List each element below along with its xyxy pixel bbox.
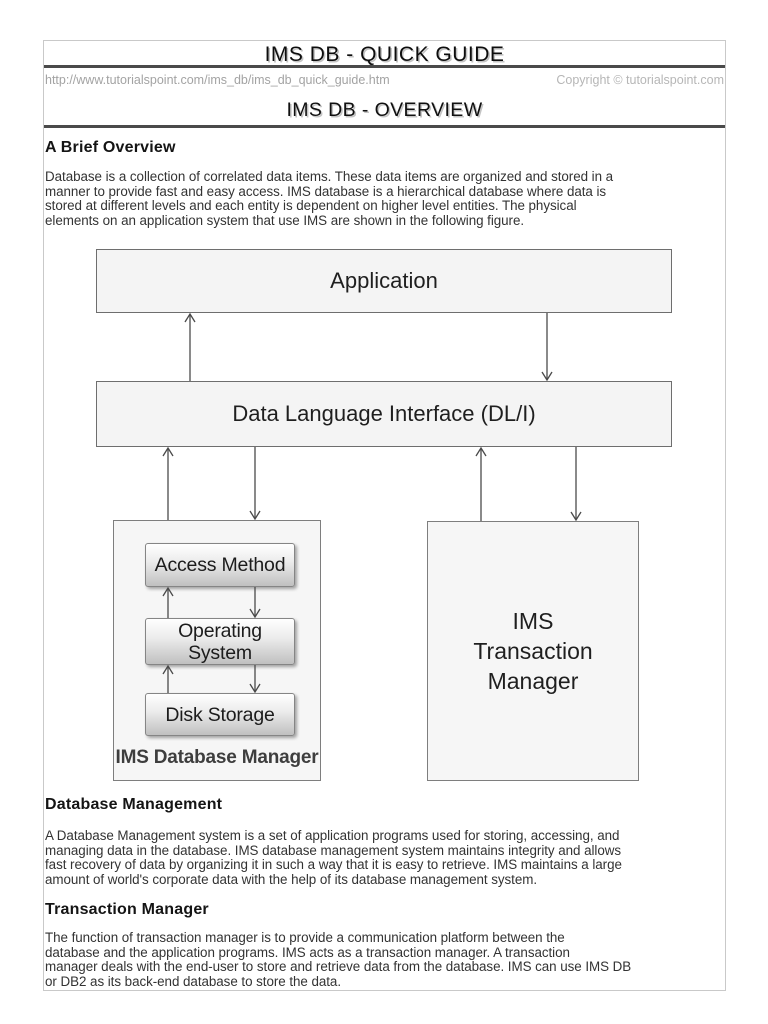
paragraph-transaction-manager: The function of transaction manager is t… <box>45 930 632 989</box>
arrow-down-application-to-dli-icon <box>541 313 553 382</box>
arrow-up-itm-to-dli-icon <box>475 446 487 521</box>
heading-database-management: Database Management <box>45 796 223 813</box>
diagram-box-operating-system: Operating System <box>145 618 295 665</box>
arrow-up-dbmanager-to-dli-icon <box>162 446 174 520</box>
diagram-box-disk-storage: Disk Storage <box>145 693 295 736</box>
source-url: http://www.tutorialspoint.com/ims_db/ims… <box>45 73 390 87</box>
arrow-up-disk-to-os-icon <box>162 664 174 693</box>
pdf-page: IMS DB - QUICK GUIDE http://www.tutorial… <box>43 40 726 991</box>
arrow-up-dli-to-application-icon <box>184 312 196 381</box>
arrow-up-os-to-access-method-icon <box>162 586 174 618</box>
page-title: IMS DB - QUICK GUIDE <box>264 43 505 66</box>
title-divider <box>44 65 725 68</box>
arrow-down-access-method-to-os-icon <box>249 587 261 619</box>
dli-label: Data Language Interface (DL/I) <box>232 401 536 426</box>
heading-transaction-manager: Transaction Manager <box>45 901 209 918</box>
diagram-box-application: Application <box>96 249 672 313</box>
diagram-box-ims-transaction-manager: IMS Transaction Manager <box>427 521 639 781</box>
diagram-box-dli: Data Language Interface (DL/I) <box>96 381 672 447</box>
paragraph-database-management: A Database Management system is a set of… <box>45 828 622 887</box>
application-label: Application <box>330 268 438 293</box>
arrow-down-os-to-disk-icon <box>249 665 261 694</box>
arrow-down-dli-to-dbmanager-icon <box>249 447 261 521</box>
chapter-title: IMS DB - OVERVIEW <box>286 99 483 121</box>
heading-brief-overview: A Brief Overview <box>45 139 176 156</box>
ims-database-manager-label: IMS Database Manager <box>115 747 319 768</box>
ims-transaction-manager-label: IMS Transaction Manager <box>473 608 593 694</box>
copyright-text: Copyright © tutorialspoint.com <box>556 73 724 87</box>
operating-system-label: Operating System <box>178 619 262 664</box>
paragraph-brief-overview: Database is a collection of correlated d… <box>45 169 614 228</box>
chapter-divider <box>44 125 725 128</box>
diagram-box-access-method: Access Method <box>145 543 295 587</box>
arrow-down-dli-to-itm-icon <box>570 447 582 522</box>
disk-storage-label: Disk Storage <box>165 703 275 726</box>
access-method-label: Access Method <box>154 554 286 576</box>
